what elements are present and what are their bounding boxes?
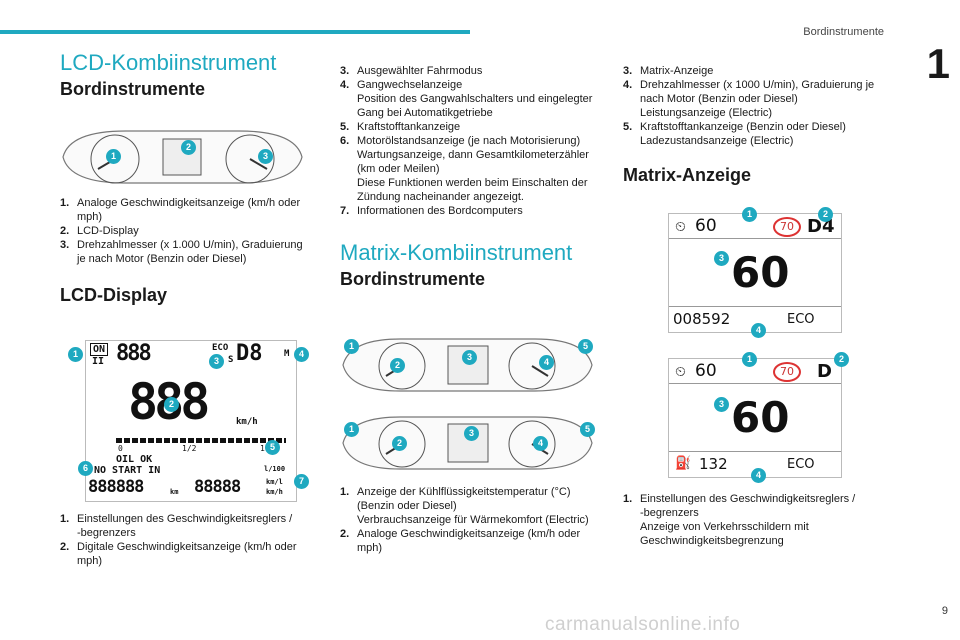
running-header: Bordinstrumente <box>803 26 884 38</box>
section-title-lcd: LCD-Kombiinstrument <box>60 50 277 75</box>
list-item: 1.Analoge Geschwindigkeitsanzeige (km/h … <box>60 197 301 223</box>
subtitle-matrix-anzeige: Matrix-Anzeige <box>623 165 752 185</box>
callout-3: 3 <box>714 397 729 412</box>
lcd-cluster-illustration <box>62 130 303 184</box>
callout-5: 5 <box>578 339 593 354</box>
list-item: 4.Drehzahlmesser (x 1000 U/min), Graduie… <box>623 79 875 119</box>
section-title-matrix: Matrix-Kombiinstrument <box>340 240 573 265</box>
list-item: 3.Ausgewählter Fahrmodus <box>340 65 483 77</box>
speedometer-icon: ⏲ <box>675 218 686 234</box>
list-lcd-display: 1.Einstellungen des Geschwindigkeitsregl… <box>60 512 315 568</box>
callout-4: 4 <box>533 436 548 451</box>
callout-5: 5 <box>580 422 595 437</box>
list-lcd-kombi: 1.Analoge Geschwindigkeitsanzeige (km/h … <box>60 196 310 305</box>
column-1: LCD-Kombiinstrument Bordinstrumente <box>60 50 315 99</box>
callout-3: 3 <box>209 354 224 369</box>
list-item: 6.Motorölstandsanzeige (je nach Motorisi… <box>340 135 589 203</box>
callout-6: 6 <box>78 461 93 476</box>
callout-1: 1 <box>68 347 83 362</box>
list-matrix-anzeige: 1.Einstellungen des Geschwindigkeitsregl… <box>623 492 888 548</box>
callout-3: 3 <box>714 251 729 266</box>
list-item: 7.Informationen des Bordcomputers <box>340 205 523 217</box>
callout-2: 2 <box>818 207 833 222</box>
callout-3: 3 <box>258 149 273 164</box>
matrix-display-2: ⏲ 60 70 D 60 ⛽ 132 ECO <box>668 358 842 478</box>
header-accent-bar <box>0 30 470 34</box>
callout-2: 2 <box>392 436 407 451</box>
callout-2: 2 <box>181 140 196 155</box>
callout-2: 2 <box>390 358 405 373</box>
column-2: 3.Ausgewählter Fahrmodus 4.Gangwechselan… <box>340 64 608 289</box>
callout-2: 2 <box>164 397 179 412</box>
column-3: 3.Matrix-Anzeige 4.Drehzahlmesser (x 100… <box>623 64 888 185</box>
callout-1: 1 <box>742 352 757 367</box>
matrix-cluster-illustration-2 <box>342 416 593 470</box>
callout-4: 4 <box>539 355 554 370</box>
list-item: 2.Digitale Geschwindigkeitsanzeige (km/h… <box>60 541 297 567</box>
callout-1: 1 <box>344 339 359 354</box>
callout-3: 3 <box>462 350 477 365</box>
list-item: 2.Analoge Geschwindigkeitsanzeige (km/h … <box>340 528 581 554</box>
subtitle-bordinstrumente-1: Bordinstrumente <box>60 79 206 99</box>
list-item: 5.Kraftstofftankanzeige (Benzin oder Die… <box>623 121 846 147</box>
fuel-pump-icon: ⛽ <box>675 455 692 470</box>
list-item: 5.Kraftstofftankanzeige <box>340 121 461 133</box>
chapter-number: 1 <box>926 40 950 87</box>
callout-4: 4 <box>751 323 766 338</box>
list-item: 3.Drehzahlmesser (x 1.000 U/min), Gradui… <box>60 239 303 265</box>
callout-3: 3 <box>464 426 479 441</box>
list-item: 2.LCD-Display <box>60 225 139 237</box>
matrix-display-1: ⏲ 60 70 D4 60 008592 ECO <box>668 213 842 333</box>
lcd-display-illustration: ON II 888 ECO S D8 M 888 km/h 0 1/2 1 OI… <box>85 340 297 502</box>
matrix-cluster-illustration-1 <box>342 338 593 392</box>
list-item: 4.Gangwechselanzeige Position des Gangwa… <box>340 79 593 119</box>
speedometer-icon: ⏲ <box>675 363 686 379</box>
subtitle-bordinstrumente-2: Bordinstrumente <box>340 269 486 289</box>
list-item: 1.Einstellungen des Geschwindigkeitsregl… <box>60 513 293 539</box>
callout-2: 2 <box>834 352 849 367</box>
callout-7: 7 <box>294 474 309 489</box>
subtitle-lcd-display: LCD-Display <box>60 285 168 305</box>
list-item: 1.Anzeige der Kühlflüssigkeitstemperatur… <box>340 486 589 526</box>
page-number: 9 <box>941 605 948 617</box>
callout-1: 1 <box>742 207 757 222</box>
callout-5: 5 <box>265 440 280 455</box>
speed-limit-sign: 70 <box>773 217 801 237</box>
speed-limit-sign: 70 <box>773 362 801 382</box>
list-item: 1.Einstellungen des Geschwindigkeitsregl… <box>623 493 856 547</box>
callout-4: 4 <box>751 468 766 483</box>
callout-4: 4 <box>294 347 309 362</box>
watermark: carmanualsonline.info <box>545 614 741 635</box>
callout-1: 1 <box>106 149 121 164</box>
callout-1: 1 <box>344 422 359 437</box>
list-item: 3.Matrix-Anzeige <box>623 65 714 77</box>
list-matrix-kombi: 1.Anzeige der Kühlflüssigkeitstemperatur… <box>340 485 608 555</box>
